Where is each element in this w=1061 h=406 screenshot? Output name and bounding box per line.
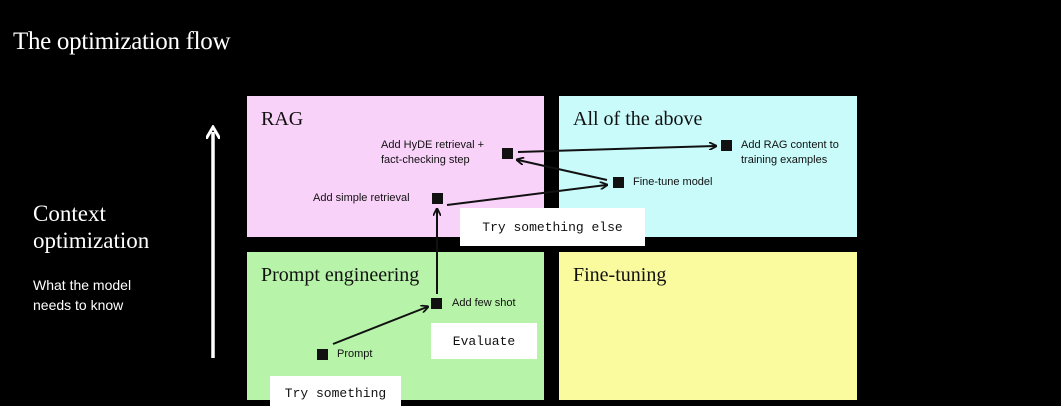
arrow-finetune-to-hyde [518,160,608,181]
marker-finetune [613,177,624,188]
step-finetune-label: Fine-tune model [633,176,713,188]
try-something-box: Try something [270,376,401,406]
quadrant-all-title: All of the above [573,108,703,130]
step-rag-content-line2: training examples [741,154,828,166]
step-rag-content-label: Add RAG content to training examples [741,138,839,168]
marker-simple-retrieval [432,193,443,204]
step-prompt-label: Prompt [337,348,373,360]
step-simple-retrieval-label: Add simple retrieval [313,192,410,204]
quadrant-fine-tuning: Fine-tuning [559,252,857,400]
arrow-retrieval-to-finetune [446,185,606,206]
axis-subtitle: What the model needs to know [33,275,131,315]
axis-label: Context optimization [33,200,149,254]
try-something-else-box: Try something else [460,208,645,246]
marker-rag-content [721,140,732,151]
axis-subtitle-line2: needs to know [33,297,124,313]
marker-prompt [317,349,328,360]
quadrant-rag-title: RAG [261,108,304,130]
marker-few-shot [431,298,442,309]
marker-hyde [502,148,513,159]
axis-label-line1: Context [33,201,106,226]
quadrant-prompt-title: Prompt engineering [261,264,420,286]
axis-subtitle-line1: What the model [33,277,132,293]
arrow-hyde-to-ragcontent [517,146,715,153]
step-few-shot-label: Add few shot [452,297,516,309]
page-title: The optimization flow [13,28,231,55]
step-hyde-label: Add HyDE retrieval + fact-checking step [381,138,484,168]
step-hyde-line1: Add HyDE retrieval + [381,139,485,151]
axis-label-line2: optimization [33,228,150,253]
arrow-prompt-to-fewshot [332,307,427,345]
step-hyde-line2: fact-checking step [381,154,470,166]
quadrant-finetune-title: Fine-tuning [573,264,667,286]
step-rag-content-line1: Add RAG content to [741,139,839,151]
evaluate-box: Evaluate [431,323,537,359]
